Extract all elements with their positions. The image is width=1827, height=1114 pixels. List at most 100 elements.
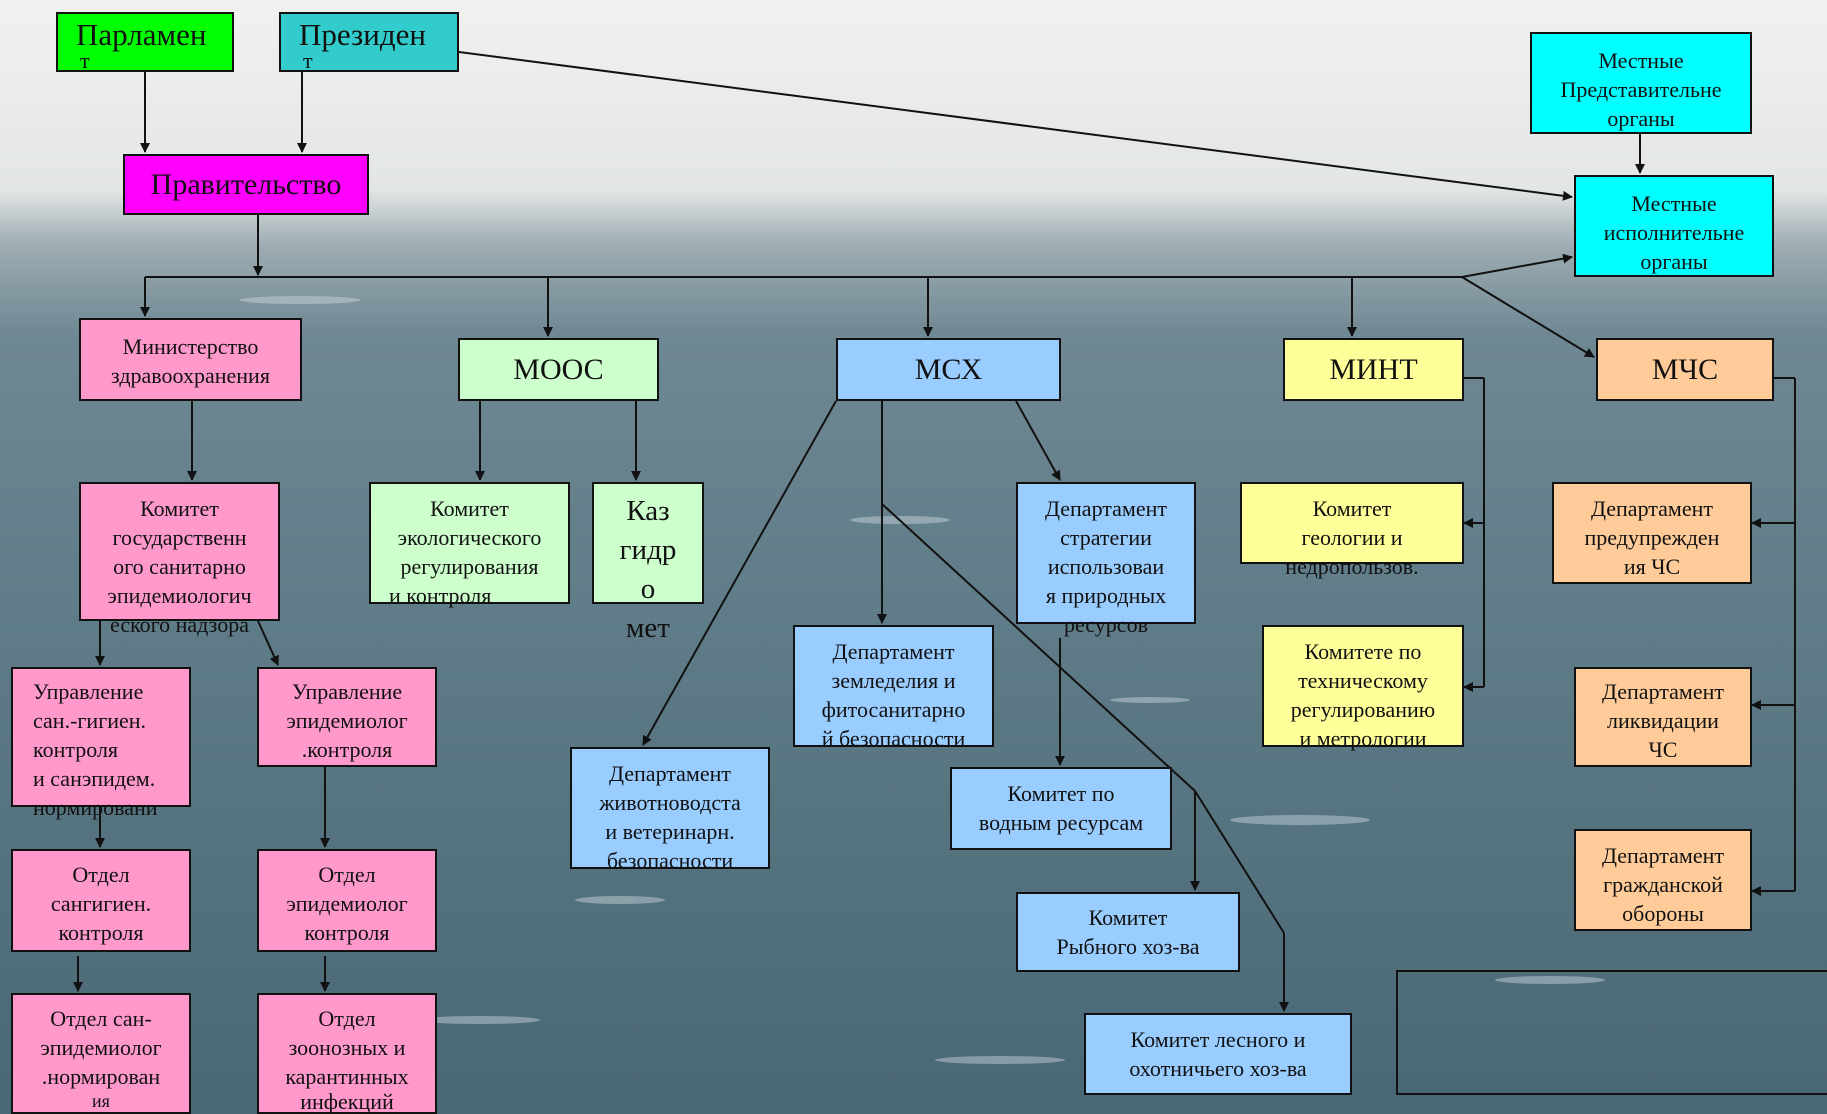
box-president-line-2: т: [303, 48, 313, 73]
box-dep-zhivot-line-1: Департамент: [608, 761, 731, 786]
box-otd-norm-line-4: ия: [92, 1091, 110, 1111]
box-kom-sanepid-line-1: Комитет: [140, 496, 219, 521]
box-kazgidromet: Каз гидр о мет: [592, 482, 704, 644]
box-kazgidromet-line-3: о: [640, 573, 656, 605]
box-kom-vodn-line-2: водным ресурсам: [978, 810, 1144, 835]
box-msh: МСХ: [836, 338, 1061, 401]
box-otd-sangig-line-2: сангигиен.: [50, 891, 152, 916]
box-upr-sangig-line-4: и санэпидем.: [33, 766, 156, 791]
box-kom-sanepid-line-3: ого санитарно: [113, 554, 246, 579]
box-otd-epidem-line-3: контроля: [304, 920, 390, 945]
box-kom-geolog: Комитет геологии и недропользов.: [1240, 482, 1464, 579]
box-upr-sangig-line-5: нормировани: [33, 795, 158, 820]
box-minzdrav-line-1: Министерство: [122, 334, 259, 359]
box-dep-preduprezh-line-2: предупрежден: [1584, 525, 1720, 550]
box-dep-preduprezh: Департамент предупрежден ия ЧС: [1552, 482, 1752, 584]
box-dep-strateg-line-4: я природных: [1045, 583, 1167, 608]
box-otd-epidem-line-2: эпидемиолог: [286, 891, 408, 916]
box-kom-ryb-line-2: Рыбного хоз-ва: [1056, 934, 1200, 959]
box-kom-sanepid-line-2: государственн: [112, 525, 247, 550]
box-otd-zoonoz-line-3: карантинных: [285, 1064, 409, 1089]
box-dep-zhivot-line-2: животноводста: [599, 790, 741, 815]
box-msh-label: МСХ: [914, 353, 983, 386]
box-kom-ecolog-line-1: Комитет: [430, 496, 509, 521]
box-president-line-1: Президен: [299, 17, 426, 52]
box-kom-tehreg-line-1: Комитете по: [1304, 639, 1422, 664]
box-dep-zemled-line-4: й безопасности: [821, 726, 966, 751]
box-government-label: Правительство: [150, 168, 342, 201]
box-dep-strateg-line-5: ресурсов: [1064, 612, 1148, 637]
box-kom-vodn: Комитет по водным ресурсам: [950, 767, 1172, 850]
box-kom-ecolog-line-3: регулирования: [400, 554, 539, 579]
box-otd-zoonoz-line-1: Отдел: [318, 1006, 376, 1031]
box-upr-sangig-line-2: сан.-гигиен.: [33, 708, 147, 733]
box-dep-preduprezh-line-1: Департамент: [1590, 496, 1713, 521]
box-kom-tehreg-line-4: и метрологии: [1299, 726, 1427, 751]
box-dep-grazhd-line-3: обороны: [1622, 901, 1704, 926]
box-moos-label: МООС: [513, 353, 604, 386]
box-kom-sanepid-line-4: эпидемиологич: [107, 583, 252, 608]
box-dep-likvid-line-1: Департамент: [1601, 679, 1724, 704]
box-kom-ryb-line-1: Комитет: [1088, 905, 1168, 930]
box-kom-tehreg-line-3: регулированию: [1290, 697, 1436, 722]
box-kazgidromet-line-1: Каз: [626, 495, 670, 527]
box-otd-zoonoz-line-2: зоонозных и: [288, 1035, 406, 1060]
box-kom-sanepid: Комитет государственн ого санитарно эпидеми…: [79, 482, 280, 637]
box-kom-vodn-line-1: Комитет по: [1007, 781, 1115, 806]
box-dep-zhivot: Департамент животноводста и ветеринарн. без…: [570, 747, 770, 873]
box-upr-epidem-line-2: эпидемиолог: [286, 708, 408, 733]
box-kom-les-line-1: Комитет лесного и: [1130, 1027, 1306, 1052]
box-mchs-label: МЧС: [1651, 353, 1719, 386]
box-dep-zhivot-line-3: и ветеринарн.: [605, 819, 735, 844]
box-dep-preduprezh-line-3: ия ЧС: [1623, 554, 1681, 579]
box-local-exec-line-2: исполнительне: [1603, 220, 1745, 245]
box-kazgidromet-line-4: мет: [626, 612, 670, 644]
box-local-executive: Местные исполнительне органы: [1574, 175, 1774, 277]
box-otd-sangig-line-1: Отдел: [72, 862, 130, 887]
box-otd-norm-line-2: эпидемиолог: [40, 1035, 162, 1060]
box-moos: МООС: [458, 338, 659, 401]
box-otd-sangig-line-3: контроля: [58, 920, 144, 945]
box-local-exec-line-3: органы: [1640, 249, 1708, 274]
box-kom-geolog-line-1: Комитет: [1312, 496, 1392, 521]
box-otd-zoonoz-line-4: инфекций: [300, 1089, 394, 1114]
box-otd-norm-line-3: .нормирован: [41, 1064, 161, 1089]
box-parliament-line-1: Парламен: [76, 17, 207, 52]
box-kom-geolog-line-3: недропользов.: [1285, 554, 1419, 579]
box-dep-strateg-line-3: использоваи: [1047, 554, 1165, 579]
box-dep-likvid-line-2: ликвидации: [1607, 708, 1719, 733]
box-government: Правительство: [123, 154, 369, 215]
box-dep-zemled-line-1: Департамент: [832, 639, 955, 664]
box-dep-zhivot-line-4: безопасности: [606, 848, 734, 873]
box-kom-sanepid-line-5: еского надзора: [110, 612, 249, 637]
box-dep-grazhd-line-2: гражданской: [1603, 872, 1723, 897]
box-kom-tehreg-line-2: техническому: [1298, 668, 1428, 693]
box-kom-geolog-line-2: геологии и: [1301, 525, 1403, 550]
box-local-rep-line-2: Представительне: [1560, 77, 1722, 102]
box-mint-label: МИНТ: [1329, 353, 1418, 386]
box-upr-sangig-line-3: контроля: [33, 737, 119, 762]
box-otd-norm-line-1: Отдел сан-: [50, 1006, 152, 1031]
box-kazgidromet-line-2: гидр: [619, 534, 677, 566]
box-otd-sangig: Отдел сангигиен. контроля: [11, 849, 191, 952]
box-local-exec-line-1: Местные: [1631, 191, 1717, 216]
box-minzdrav-line-2: здравоохранения: [111, 363, 270, 388]
box-dep-zemled-line-3: фитосанитарно: [821, 697, 966, 722]
box-dep-likvid-line-3: ЧС: [1648, 737, 1678, 762]
